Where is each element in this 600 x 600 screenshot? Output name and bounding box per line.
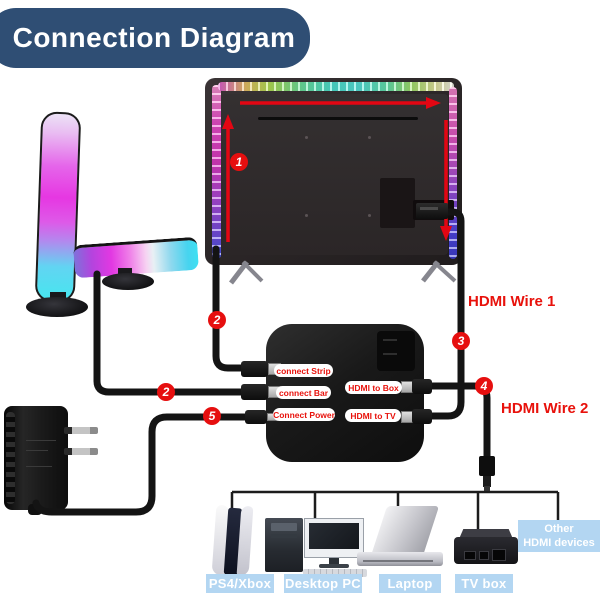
device-label-tv-box: TV box [455, 574, 513, 593]
pc-tower [265, 518, 303, 572]
laptop-device [357, 506, 447, 570]
title-banner: Connection Diagram [0, 8, 310, 68]
tv-box-port [479, 551, 489, 560]
hdmi-wire-2-label: HDMI Wire 2 [501, 400, 589, 417]
pc-tower-bay [271, 523, 297, 531]
tv-box-device [454, 529, 518, 567]
connect-strip-label: connect Strip [274, 364, 333, 377]
tv-box-port [464, 551, 476, 560]
pc-tower-bay [271, 534, 297, 538]
bar-plug [241, 384, 268, 400]
tv-vent-slot [258, 117, 418, 120]
step-badge-2-strip: 2 [208, 311, 226, 329]
hdmi-to-tv-label: HDMI to TV [345, 409, 401, 422]
power-plug [245, 410, 267, 424]
tv-back [205, 78, 462, 265]
plug-pin [64, 448, 98, 455]
step-badge-3: 3 [452, 332, 470, 350]
hdmi-wire-1-label: HDMI Wire 1 [468, 293, 556, 310]
tv-back-panel [221, 94, 448, 255]
desktop-pc [263, 514, 371, 577]
hdmi-wire-1 [426, 208, 465, 420]
hdmi-to-box-label: HDMI to Box [345, 381, 402, 394]
hdmi-box-plug [412, 379, 432, 394]
arrow-down-head-icon [440, 226, 452, 241]
bus-line [230, 490, 560, 530]
other-hdmi-devices-box: Other HDMI devices [518, 520, 600, 552]
pc-monitor-screen [309, 523, 359, 549]
tv-box-port [492, 549, 506, 561]
arrow-up-head-icon [222, 114, 234, 129]
page-title: Connection Diagram [12, 22, 296, 53]
tv-connection-recess [380, 178, 415, 228]
led-strip-top [218, 82, 454, 91]
other-devices-line2: HDMI devices [523, 537, 595, 549]
pc-monitor [304, 518, 364, 558]
step-badge-4: 4 [475, 377, 493, 395]
tv-leg [229, 260, 457, 285]
device-label-laptop: Laptop [379, 574, 441, 593]
device-label-desktop-pc: Desktop PC [284, 574, 362, 593]
controller-top-ports [377, 331, 415, 371]
pc-keyboard [303, 569, 367, 577]
adapter-print [26, 450, 48, 451]
power-wire [32, 413, 256, 516]
bar-wire [93, 270, 252, 396]
adapter-print [26, 440, 56, 441]
vesa-screw [368, 136, 371, 139]
strip-wire [212, 245, 252, 372]
adapter-cord-strain [28, 504, 42, 515]
strip-plug [241, 361, 268, 377]
tv-hdmi-plug [416, 203, 448, 219]
connect-bar-label: connect Bar [276, 386, 331, 399]
adapter-print [26, 466, 52, 467]
monitor-stand [329, 558, 339, 565]
step-badge-1: 1 [230, 153, 248, 171]
step-badge-2-bar: 2 [157, 383, 175, 401]
vesa-screw [368, 214, 371, 217]
vesa-screw [305, 214, 308, 217]
vesa-screw [305, 136, 308, 139]
adapter-ridge [6, 412, 15, 504]
light-bar-horizontal-stem [118, 268, 132, 277]
step-badge-5: 5 [203, 407, 221, 425]
power-adapter [4, 406, 68, 510]
hdmi-connector [479, 456, 495, 491]
led-strip-right [449, 87, 457, 259]
monitor-base [319, 564, 349, 568]
arrow-right-head-icon [426, 97, 441, 109]
tv-box-top [459, 529, 513, 539]
plug-pin [64, 427, 98, 434]
led-strip-left [212, 85, 221, 259]
laptop-deck [357, 552, 443, 566]
device-label-ps4-xbox: PS4/Xbox [206, 574, 274, 593]
light-bar-vertical-base [26, 297, 88, 317]
light-bar-horizontal-base [102, 273, 154, 290]
hdmi-tv-plug [412, 409, 432, 424]
other-devices-line1: Other [544, 523, 574, 535]
connect-power-label: Connect Power [273, 408, 335, 421]
